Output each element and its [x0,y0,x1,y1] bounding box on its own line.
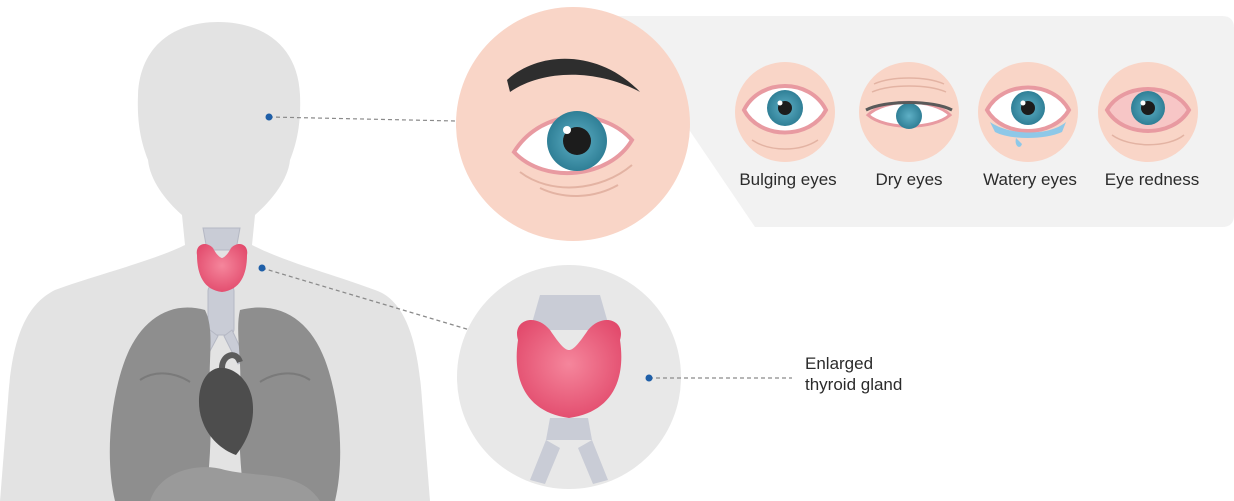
eye-redness-label: Eye redness [1105,169,1200,190]
head-point-marker [266,114,273,121]
dry-eye-icon [859,62,959,162]
enlarged-thyroid-label-line1: Enlarged [805,353,945,374]
watery-eyes-label: Watery eyes [983,169,1077,190]
red-eye-icon [1098,62,1198,162]
neck-point-marker [259,265,266,272]
bulging-eye-icon [735,62,835,162]
dry-eyes-label: Dry eyes [875,169,942,190]
bulging-eyes-label: Bulging eyes [739,169,836,190]
enlarged-thyroid-label-line2: thyroid gland [805,374,945,395]
watery-eye-icon [978,62,1078,162]
eye-closeup [456,7,690,241]
enlarged-thyroid-label: Enlarged thyroid gland [805,353,945,395]
thyroid-point-marker [646,375,653,382]
